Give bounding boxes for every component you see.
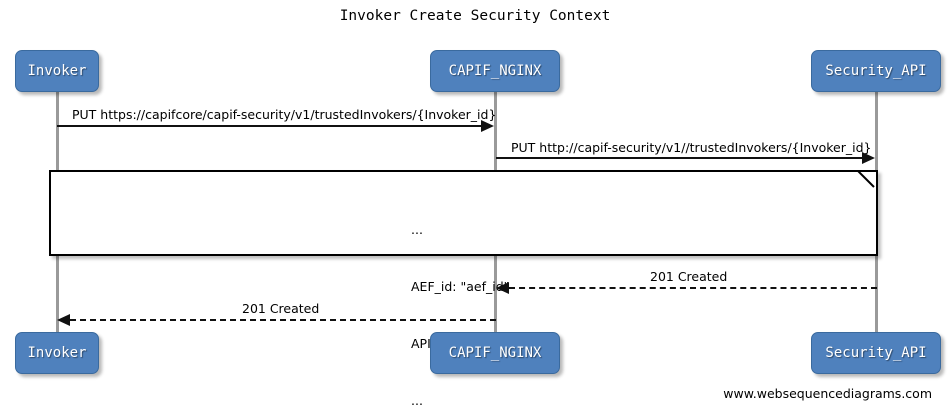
note-box: ... AEF_id: "aef_id" API_id: "api_id" ..… bbox=[49, 170, 878, 408]
note-content: ... AEF_id: "aef_id" API_id: "api_id" ..… bbox=[411, 182, 509, 409]
note-line: ... bbox=[411, 393, 423, 408]
participant-label: Invoker bbox=[27, 345, 87, 361]
participant-invoker-top[interactable]: Invoker bbox=[15, 50, 99, 92]
watermark-footer: www.websequencediagrams.com bbox=[723, 386, 932, 401]
message-line-1 bbox=[57, 125, 482, 127]
message-line-4 bbox=[70, 319, 496, 321]
participant-invoker-bottom[interactable]: Invoker bbox=[15, 332, 99, 374]
participant-label: CAPIF_NGINX bbox=[448, 63, 542, 79]
page-title: Invoker Create Security Context bbox=[339, 8, 611, 24]
message-label-4: 201 Created bbox=[242, 301, 320, 316]
message-arrowhead-3 bbox=[496, 282, 509, 294]
participant-label: Security_API bbox=[825, 345, 927, 361]
participant-label: CAPIF_NGINX bbox=[448, 345, 542, 361]
message-label-3: 201 Created bbox=[650, 269, 728, 284]
participant-label: Invoker bbox=[27, 63, 87, 79]
note-line: AEF_id: "aef_id" bbox=[411, 279, 510, 294]
note-fold-corner-icon bbox=[856, 172, 876, 192]
message-line-2 bbox=[496, 157, 863, 159]
message-label-2: PUT http://capif-security/v1//trustedInv… bbox=[511, 140, 872, 155]
participant-capif-nginx-bottom[interactable]: CAPIF_NGINX bbox=[430, 332, 560, 374]
participant-label: Security_API bbox=[825, 63, 927, 79]
message-arrowhead-1 bbox=[481, 120, 494, 132]
note-line: ... bbox=[411, 222, 423, 237]
message-label-1: PUT https://capifcore/capif-security/v1/… bbox=[72, 107, 497, 122]
message-arrowhead-4 bbox=[57, 314, 70, 326]
message-line-3 bbox=[509, 287, 877, 289]
participant-security-api-bottom[interactable]: Security_API bbox=[811, 332, 941, 374]
message-arrowhead-2 bbox=[862, 152, 875, 164]
participant-capif-nginx-top[interactable]: CAPIF_NGINX bbox=[430, 50, 560, 92]
participant-security-api-top[interactable]: Security_API bbox=[811, 50, 941, 92]
